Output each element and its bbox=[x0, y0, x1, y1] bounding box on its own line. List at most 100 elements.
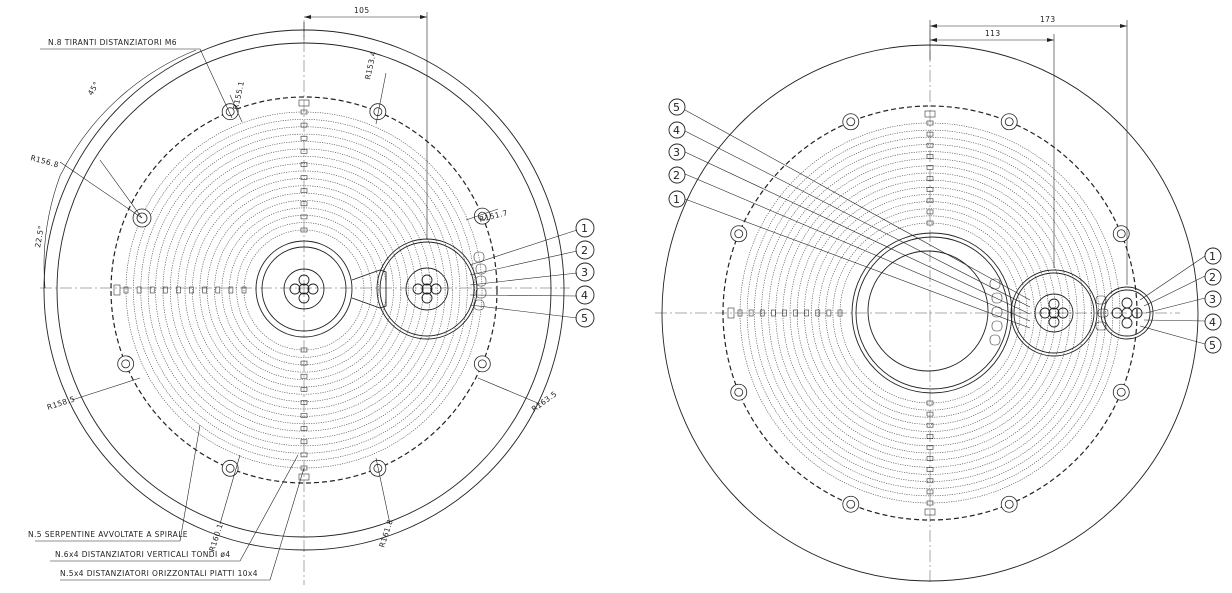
tie-rod-hole bbox=[1004, 499, 1014, 509]
spacer-left bbox=[804, 309, 809, 317]
tie-rod-hole bbox=[1004, 117, 1014, 127]
left-callout-1: 1 bbox=[581, 222, 588, 235]
spacer-left bbox=[793, 309, 798, 317]
spacer-bottom bbox=[926, 422, 934, 428]
right-spacers bbox=[727, 110, 936, 516]
flat-spacer bbox=[298, 473, 310, 481]
right-callout-left-3: 3 bbox=[673, 146, 680, 159]
spacer-left bbox=[241, 286, 247, 294]
right-dim-173: 173 bbox=[929, 15, 1128, 285]
spiral-coil-turn bbox=[192, 178, 416, 402]
left-leaders bbox=[35, 48, 578, 581]
spacer-bottom bbox=[300, 426, 308, 431]
spacer-left bbox=[149, 286, 155, 294]
right-dim-113: 113 bbox=[930, 29, 1055, 268]
left-dim-105: 105 bbox=[303, 6, 428, 240]
spiral-coil-turn bbox=[796, 179, 1064, 447]
right-inner-manifold-edge bbox=[1013, 272, 1095, 354]
spiral-coil-turn bbox=[753, 136, 1107, 490]
spacer-top bbox=[926, 198, 934, 204]
left-manifold-outer-edge bbox=[379, 241, 475, 337]
spiral-coil-turn bbox=[782, 165, 1078, 461]
spacer-top bbox=[926, 220, 934, 226]
spiral-coil-turn bbox=[768, 151, 1092, 475]
right-callout-left-4: 4 bbox=[673, 124, 680, 137]
spiral-coil-turn bbox=[818, 201, 1042, 425]
right-callout-left-5: 5 bbox=[673, 101, 680, 114]
dim-105-label: 105 bbox=[354, 6, 370, 15]
right-tie-rods bbox=[730, 113, 1130, 513]
left-angle-arc-45 bbox=[59, 49, 197, 177]
radius-label-r156: R156.8 bbox=[29, 153, 59, 169]
left-spiral-coils bbox=[125, 111, 483, 469]
radius-label-r153: R153.4 bbox=[363, 50, 378, 80]
spacer-bottom bbox=[926, 489, 934, 495]
spacer-left bbox=[176, 286, 181, 294]
dim-173-label: 173 bbox=[1040, 15, 1056, 24]
flat-spacer bbox=[924, 110, 936, 118]
left-callouts: 1 2 3 4 5 bbox=[575, 218, 595, 328]
tie-rod-hole bbox=[477, 359, 487, 369]
spacer-bottom bbox=[926, 411, 934, 417]
spacer-left bbox=[837, 309, 843, 317]
spacer-bottom bbox=[926, 400, 934, 406]
left-tube-bundle bbox=[283, 268, 325, 310]
spacer-bottom bbox=[926, 434, 934, 439]
left-bolt-circle bbox=[110, 96, 498, 484]
spiral-coil-turn bbox=[155, 141, 453, 439]
left-tie-rods bbox=[117, 103, 491, 477]
radius-label-r155: R155.1 bbox=[231, 80, 246, 110]
right-outer-manifold-tubes bbox=[1111, 297, 1143, 329]
right-callout-right-4: 4 bbox=[1209, 316, 1216, 329]
spacer-bottom bbox=[300, 347, 308, 353]
right-right-callouts: 1 2 3 4 5 bbox=[1204, 247, 1222, 354]
spiral-coil-turn bbox=[832, 215, 1028, 411]
note-spiral-coils: N.5 SERPENTINE AVVOLTATE A SPIRALE bbox=[28, 530, 188, 539]
right-bolt-circle bbox=[722, 105, 1138, 521]
spacer-top bbox=[926, 142, 934, 148]
spiral-coil-turn bbox=[214, 200, 394, 380]
note-horizontal-spacers: N.5x4 DISTANZIATORI ORIZZONTALI PIATTI 1… bbox=[60, 569, 258, 578]
radius-label-r161: R161.8 bbox=[377, 518, 395, 548]
right-inner-coil-outlets bbox=[989, 278, 1003, 346]
tie-rod-hole bbox=[1116, 387, 1126, 397]
right-left-callouts: 5 4 3 2 1 bbox=[668, 98, 686, 208]
note-vertical-spacers: N.6x4 DISTANZIATORI VERTICALI TONDI ø4 bbox=[55, 550, 231, 559]
spiral-coil-turn bbox=[140, 126, 468, 454]
left-connector-neck bbox=[351, 269, 387, 309]
tie-rod-hole bbox=[477, 211, 487, 221]
spiral-coil-turn bbox=[206, 192, 402, 388]
spacer-top bbox=[300, 149, 308, 154]
left-callout-2: 2 bbox=[581, 244, 588, 257]
right-inner-manifold-tubes bbox=[1039, 298, 1069, 328]
angle-45-label: 45° bbox=[86, 80, 101, 97]
spacer-top bbox=[926, 131, 934, 137]
spiral-coil-turn bbox=[739, 122, 1121, 504]
dim-113-label: 113 bbox=[985, 29, 1001, 38]
right-right-leaders bbox=[1139, 255, 1206, 345]
spacer-top bbox=[300, 135, 308, 141]
spiral-coil-turn bbox=[162, 148, 446, 432]
spacer-left bbox=[228, 286, 234, 294]
right-callout-left-2: 2 bbox=[673, 169, 680, 182]
spiral-coil-turn bbox=[228, 214, 380, 366]
spacer-bottom bbox=[300, 360, 308, 366]
spacer-top bbox=[926, 187, 934, 192]
spiral-coil-turn bbox=[199, 185, 409, 395]
left-central-pipe-inner bbox=[261, 246, 347, 332]
spiral-coil-turn bbox=[746, 129, 1114, 497]
right-central-pipe-outer-edge bbox=[855, 236, 1009, 390]
spacer-top bbox=[926, 165, 934, 170]
right-central-pipe-outer bbox=[851, 232, 1013, 394]
spacer-bottom bbox=[300, 465, 308, 471]
spiral-coil-turn bbox=[803, 186, 1057, 440]
tie-rod-hole bbox=[373, 463, 383, 473]
spacer-top bbox=[926, 176, 934, 181]
spacer-bottom bbox=[926, 445, 934, 450]
radius-label-r160: R160.1 bbox=[207, 522, 225, 552]
spacer-bottom bbox=[926, 467, 934, 472]
spiral-coil-turn bbox=[133, 119, 475, 461]
radius-label-r158: R158.5 bbox=[46, 394, 76, 412]
spacer-bottom bbox=[926, 500, 934, 506]
